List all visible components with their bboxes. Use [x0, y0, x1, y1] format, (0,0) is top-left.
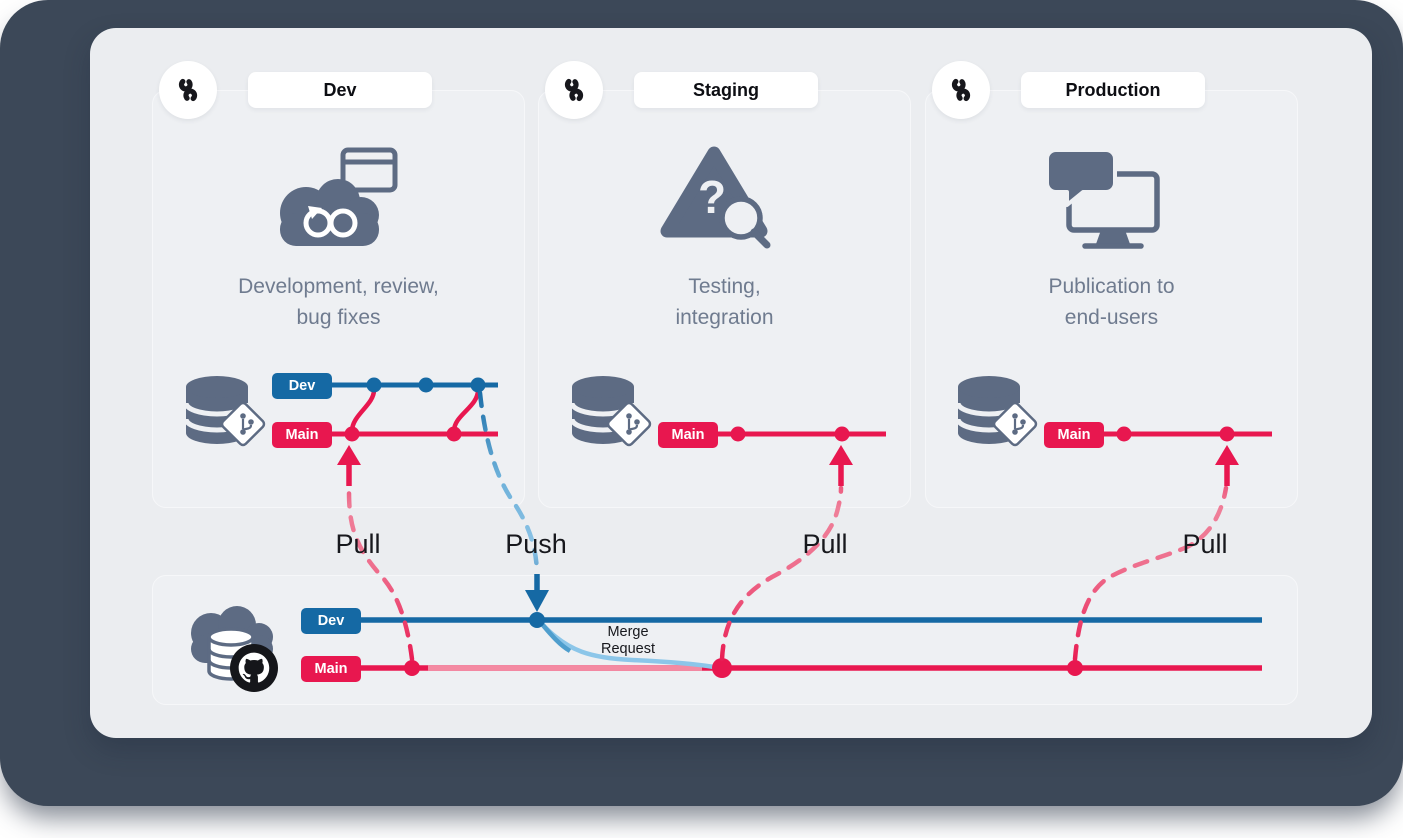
push-label: Push — [505, 529, 567, 559]
git-branch-badge — [992, 401, 1038, 447]
s-logo-icon — [951, 77, 971, 103]
description-line: Publication to — [1048, 275, 1175, 298]
panel-production: Production Publication to end-users — [925, 61, 1298, 508]
merge-request-line: Merge — [607, 624, 649, 640]
panel-staging: Staging ? Testing, integration — [538, 61, 911, 508]
git-branch-badge — [606, 401, 652, 447]
description-line: Development, review, — [238, 275, 439, 298]
panel-title-dev: Dev — [248, 72, 432, 108]
env-badge — [932, 61, 990, 119]
branch-label-main: Main — [272, 422, 332, 448]
description-line: bug fixes — [296, 306, 381, 329]
cloud-sync-window-icon — [280, 147, 398, 246]
branch-label-main: Main — [658, 422, 718, 448]
merge-request-label: Merge Request — [576, 624, 680, 658]
s-logo-icon — [564, 77, 584, 103]
merge-request-line: Request — [600, 641, 655, 657]
panel-title-staging: Staging — [634, 72, 818, 108]
database-git-icon — [955, 376, 1038, 447]
s-logo-icon — [178, 77, 198, 103]
description-line: end-users — [1064, 306, 1159, 329]
panel-description: Publication to end-users — [926, 271, 1297, 333]
branch-label-dev: Dev — [301, 608, 361, 634]
env-badge — [545, 61, 603, 119]
remote-repo-panel: Dev Main — [152, 575, 1298, 705]
pull-dev-label: Pull — [335, 529, 381, 559]
git-branch-badge — [220, 401, 266, 447]
database-git-icon — [183, 376, 266, 447]
panel-description: Development, review, bug fixes — [153, 271, 524, 333]
branch-label-dev: Dev — [272, 373, 332, 399]
panel-dev: Dev Development, review, bug fixes — [152, 61, 525, 508]
description-line: integration — [675, 306, 774, 329]
pull-production-label: Pull — [1182, 529, 1228, 559]
github-octocat-icon — [230, 644, 278, 692]
pull-staging-label: Pull — [802, 529, 848, 559]
branch-label-main: Main — [301, 656, 361, 682]
description-line: Testing, — [688, 275, 761, 298]
env-badge — [159, 61, 217, 119]
monitor-chat-icon — [1045, 148, 1160, 249]
branch-label-main: Main — [1044, 422, 1104, 448]
panel-description: Testing, integration — [539, 271, 910, 333]
github-cloud-database-icon — [191, 606, 278, 692]
warning-question-search-icon: ? — [660, 146, 771, 249]
database-git-icon — [569, 376, 652, 447]
panel-title-production: Production — [1021, 72, 1205, 108]
